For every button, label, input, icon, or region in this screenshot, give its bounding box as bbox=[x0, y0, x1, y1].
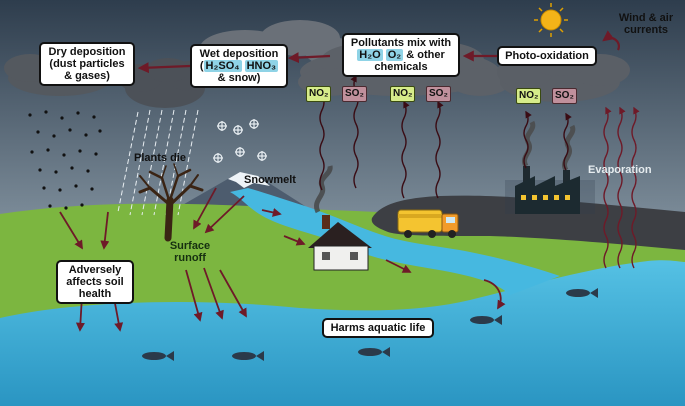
wet-deposition-chemicals: (H₂SO₄ HNO₃ bbox=[196, 60, 282, 72]
sulfuric-acid-chip: H₂SO₄ bbox=[203, 60, 242, 72]
snowflake-icons bbox=[213, 119, 267, 163]
dry-deposition-text: Dry deposition (dust particles & gases) bbox=[48, 46, 126, 82]
water-chip: H₂O bbox=[357, 49, 383, 61]
so2-chip-2: SO₂ bbox=[426, 86, 451, 102]
cloud-mid-left bbox=[118, 58, 214, 108]
wind-label: Wind & air currents bbox=[616, 12, 676, 36]
no2-chip-2: NO₂ bbox=[390, 86, 416, 102]
soil-health-label: Adversely affects soil health bbox=[56, 260, 134, 304]
so2-chip-3: SO₂ bbox=[552, 88, 577, 104]
wind-text: Wind & air currents bbox=[618, 12, 674, 36]
pollutants-chemicals: H₂O O₂ & other chemicals bbox=[348, 49, 454, 73]
photo-oxidation-label: Photo-oxidation bbox=[497, 46, 597, 66]
emission-arrows-factory bbox=[523, 110, 572, 171]
dry-deposition-particles bbox=[28, 110, 102, 210]
nitric-acid-chip: HNO₃ bbox=[244, 60, 279, 72]
evaporation-arrows bbox=[603, 106, 640, 269]
sky-flow-arrows bbox=[137, 30, 620, 74]
dry-deposition-label: Dry deposition (dust particles & gases) bbox=[39, 42, 135, 86]
wet-deposition-snow: & snow) bbox=[217, 72, 261, 84]
ground-flow-arrows bbox=[59, 187, 506, 332]
wet-deposition-label: Wet deposition (H₂SO₄ HNO₃ & snow) bbox=[190, 44, 288, 88]
pollutants-mix-label: Pollutants mix with H₂O O₂ & other chemi… bbox=[342, 33, 460, 77]
soil-health-text: Adversely affects soil health bbox=[66, 264, 124, 300]
aquatic-life-label: Harms aquatic life bbox=[322, 318, 434, 338]
aquatic-life-text: Harms aquatic life bbox=[330, 322, 426, 334]
pollutants-title: Pollutants mix with bbox=[350, 37, 452, 49]
no2-chip-3: NO₂ bbox=[516, 88, 542, 104]
house-icon bbox=[308, 165, 372, 271]
emission-arrows-truck bbox=[401, 100, 444, 199]
photo-oxidation-text: Photo-oxidation bbox=[505, 50, 589, 62]
sun-icon bbox=[534, 3, 568, 37]
plants-die-label: Plants die bbox=[134, 152, 186, 164]
snowmelt-label: Snowmelt bbox=[244, 174, 296, 186]
oxygen-chip: O₂ bbox=[385, 49, 404, 61]
evaporation-label: Evaporation bbox=[588, 164, 652, 176]
truck-icon bbox=[397, 209, 459, 238]
no2-chip-1: NO₂ bbox=[306, 86, 332, 102]
dead-tree-icon bbox=[138, 163, 204, 242]
river bbox=[230, 188, 560, 295]
wet-open-paren: ( bbox=[199, 60, 204, 72]
surface-runoff-label: Surface runoff bbox=[169, 240, 211, 264]
fish-icons bbox=[142, 288, 598, 361]
wet-deposition-title: Wet deposition bbox=[199, 48, 279, 60]
so2-chip-1: SO₂ bbox=[342, 86, 367, 102]
wet-deposition-rain bbox=[117, 109, 199, 216]
pollutants-rest: & other chemicals bbox=[374, 49, 445, 73]
